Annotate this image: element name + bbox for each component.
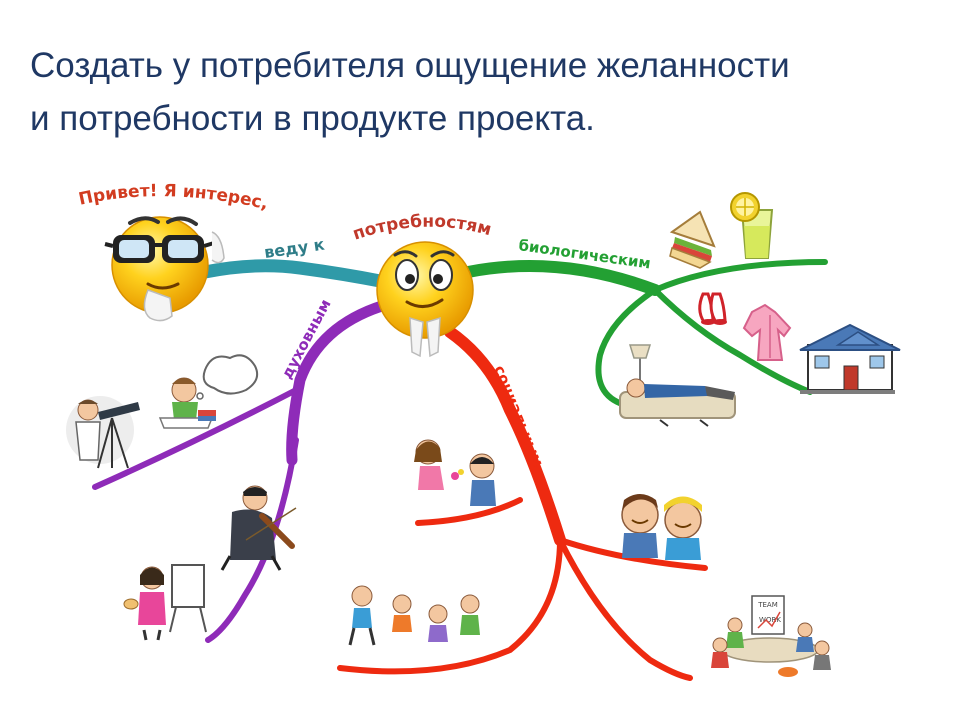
two-boys-icon: [621, 494, 702, 560]
lead-to-label: веду к: [263, 235, 326, 262]
slide-title-line-2: и потребности в продукте проекта.: [30, 99, 595, 138]
branch-label-social: социальным: [490, 363, 547, 470]
slide-title-line-1: Создать у потребителя ощущение желанност…: [30, 46, 790, 85]
team-meeting-icon: TEAM WORK: [711, 595, 831, 677]
pink-jacket-icon: [742, 303, 792, 361]
greeting-label: Привет! Я интерес,: [77, 181, 270, 214]
resting-person-sofa-icon: [619, 344, 736, 427]
house-icon: [799, 323, 901, 394]
lemonade-glass-icon: [730, 192, 774, 259]
branch-teal: [198, 259, 392, 289]
sandwich-icon: [669, 210, 716, 269]
violinist-icon: [220, 485, 297, 571]
thinking-boy-icon: [158, 354, 259, 429]
branch-spiritual: [92, 299, 391, 643]
couple-flowers-icon: [414, 439, 496, 506]
happy-kids-icon: [348, 585, 480, 646]
poster-text-team: TEAM: [757, 601, 778, 609]
telescope-person-icon: [66, 396, 140, 469]
girl-painting-icon: [123, 564, 207, 641]
poster-text-work: WORK: [759, 616, 781, 624]
smiley-center-icon: [376, 241, 474, 358]
needs-label: потребностям: [350, 212, 493, 245]
red-shoes-icon: [698, 292, 727, 325]
smiley-glasses-icon: [104, 216, 225, 322]
